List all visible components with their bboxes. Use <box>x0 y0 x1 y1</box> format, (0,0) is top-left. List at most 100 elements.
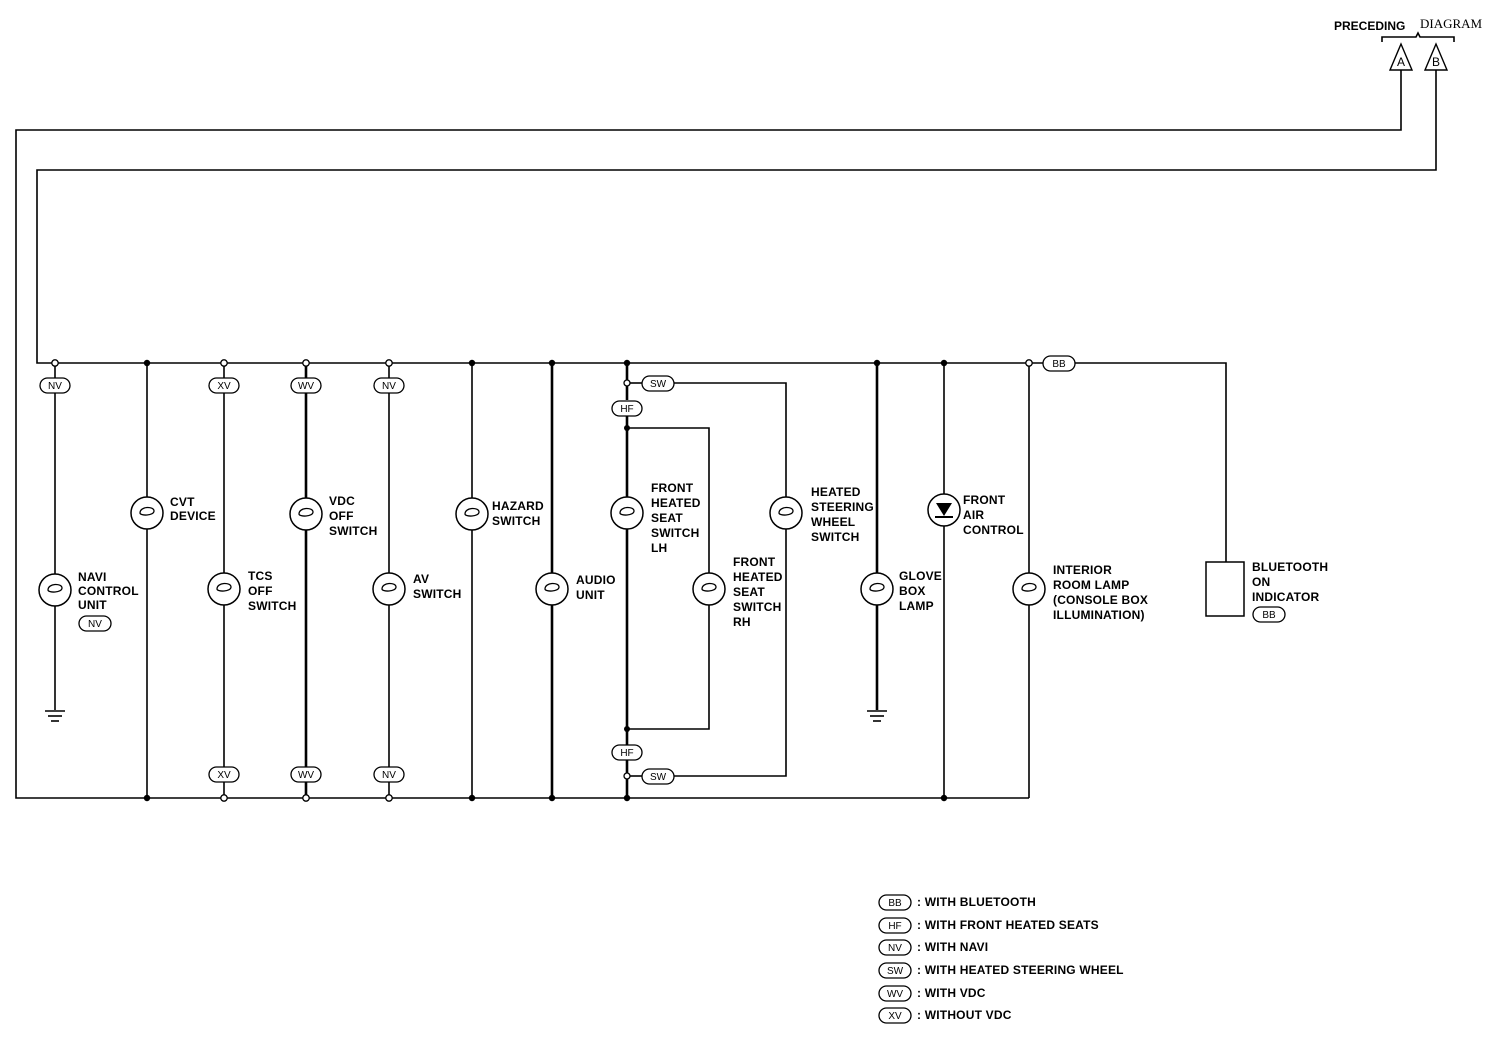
svg-text:: WITH BLUETOOTH: : WITH BLUETOOTH <box>917 895 1036 909</box>
diagram-label: DIAGRAM <box>1420 16 1483 31</box>
hazard-switch-label: HAZARD SWITCH <box>492 499 547 528</box>
vdc-lamp-icon <box>289 497 323 531</box>
av-lamp-icon <box>372 572 406 606</box>
wire-b-top-bus <box>36 70 1437 364</box>
heated-steering-wheel-switch-label: HEATED STEERING WHEEL SWITCH <box>811 485 878 544</box>
bluetooth-bus-badge: BB <box>1042 355 1076 372</box>
front-heated-seat-switch-lh-label: FRONT HEATED SEAT SWITCH LH <box>651 481 704 555</box>
hazard-lamp-icon <box>455 497 489 531</box>
branch-tcs: XV TCS OFF SWITCH XV <box>207 366 297 795</box>
legend-row-nv: NV : WITH NAVI <box>878 939 988 956</box>
legend: BB : WITH BLUETOOTH HF : WITH FRONT HEAT… <box>878 894 1124 1024</box>
svg-text:: WITH FRONT HEATED SEATS: : WITH FRONT HEATED SEATS <box>917 918 1099 932</box>
av-top-badge: NV <box>373 377 405 394</box>
svg-text:NV: NV <box>88 619 102 630</box>
glove-ground-icon <box>867 710 887 722</box>
legend-row-bb: BB : WITH BLUETOOTH <box>878 894 1036 911</box>
interior-room-lamp-label: INTERIOR ROOM LAMP (CONSOLE BOX ILLUMINA… <box>1053 563 1152 622</box>
svg-text:: WITH NAVI: : WITH NAVI <box>917 940 988 954</box>
branch-audio: AUDIO UNIT <box>535 363 615 798</box>
legend-row-hf: HF : WITH FRONT HEATED SEATS <box>878 917 1099 934</box>
svg-text:XV: XV <box>217 381 231 392</box>
svg-text:NV: NV <box>48 381 62 392</box>
branch-vdc: WV VDC OFF SWITCH WV <box>289 366 378 795</box>
tcs-off-switch-label: TCS OFF SWITCH <box>248 569 297 613</box>
header-brace <box>1381 31 1455 42</box>
branch-hazard: HAZARD SWITCH <box>455 363 547 798</box>
front-air-control-label: FRONT AIR CONTROL <box>963 493 1024 537</box>
svg-text:BB: BB <box>1052 359 1066 370</box>
bluetooth-label-badge: BB <box>1252 606 1286 623</box>
svg-text:HF: HF <box>620 748 633 759</box>
front-heated-seat-switch-rh-label: FRONT HEATED SEAT SWITCH RH <box>733 555 786 629</box>
svg-text:XV: XV <box>888 1011 902 1022</box>
seat-rh-lamp-icon <box>692 572 726 606</box>
air-led-icon <box>927 493 961 527</box>
navi-ground-icon <box>45 710 65 722</box>
main-wires <box>15 70 1437 799</box>
navi-control-unit-label: NAVI CONTROL UNIT <box>78 570 142 612</box>
av-bottom-badge: NV <box>373 766 405 783</box>
seat-top-hf-badge: HF <box>611 400 643 417</box>
svg-text:: WITH VDC: : WITH VDC <box>917 986 986 1000</box>
vdc-top-badge: WV <box>290 377 322 394</box>
connector-a-letter: A <box>1397 55 1405 69</box>
svg-text:: WITHOUT VDC: : WITHOUT VDC <box>917 1008 1012 1022</box>
bottom-junction-vdc <box>302 794 310 802</box>
top-junction-av <box>385 359 393 367</box>
branch-navi: NV NAVI CONTROL UNIT NV <box>38 366 142 722</box>
svg-text:HF: HF <box>888 921 901 932</box>
glove-box-lamp-label: GLOVE BOX LAMP <box>899 569 946 613</box>
top-junction-navi <box>51 359 59 367</box>
svg-text:WV: WV <box>298 770 314 781</box>
tcs-top-badge: XV <box>208 377 240 394</box>
svg-text:SW: SW <box>887 966 904 977</box>
navi-lamp-icon <box>38 573 72 607</box>
svg-text:NV: NV <box>382 381 396 392</box>
svg-text:SW: SW <box>650 379 667 390</box>
glove-lamp-icon <box>860 572 894 606</box>
svg-text:BB: BB <box>888 898 902 909</box>
bluetooth-indicator-box <box>1205 561 1245 617</box>
svg-text:WV: WV <box>887 989 903 1000</box>
cvt-device-label: CVT DEVICE <box>170 495 216 523</box>
branch-heated-seats: HF HF SW SW FRONT <box>610 363 878 798</box>
branch-air: FRONT AIR CONTROL <box>927 363 1024 798</box>
navi-label-badge: NV <box>78 615 112 632</box>
wire-a-bottom-bus <box>15 70 1402 799</box>
vdc-bottom-badge: WV <box>290 766 322 783</box>
bluetooth-on-indicator-label: BLUETOOTH ON INDICATOR <box>1252 560 1332 604</box>
interior-lamp-icon <box>1012 572 1046 606</box>
svg-text:SW: SW <box>650 772 667 783</box>
steering-lamp-icon <box>769 496 803 530</box>
bottom-junction-av <box>385 794 393 802</box>
branch-av: NV AV SWITCH NV <box>372 366 462 795</box>
preceding-label: PRECEDING <box>1334 19 1405 33</box>
wire-bluetooth-branch <box>1029 362 1227 562</box>
seat-bottom-sw-badge: SW <box>641 768 675 785</box>
legend-row-sw: SW : WITH HEATED STEERING WHEEL <box>878 962 1124 979</box>
svg-text:NV: NV <box>382 770 396 781</box>
svg-text:: WITH HEATED STEERING WHEEL: : WITH HEATED STEERING WHEEL <box>917 963 1124 977</box>
svg-text:BB: BB <box>1262 610 1276 621</box>
av-switch-label: AV SWITCH <box>413 572 462 601</box>
bottom-junction-tcs <box>220 794 228 802</box>
tcs-bottom-badge: XV <box>208 766 240 783</box>
branch-interior: INTERIOR ROOM LAMP (CONSOLE BOX ILLUMINA… <box>1012 366 1152 798</box>
svg-text:WV: WV <box>298 381 314 392</box>
seat-lh-lamp-icon <box>610 496 644 530</box>
svg-text:HF: HF <box>620 404 633 415</box>
top-junction-interior <box>1025 359 1033 367</box>
navi-top-badge: NV <box>39 377 71 394</box>
connector-b-letter: B <box>1432 55 1440 69</box>
seat-top-sw-badge: SW <box>641 375 675 392</box>
vdc-off-switch-label: VDC OFF SWITCH <box>329 494 378 538</box>
svg-text:XV: XV <box>217 770 231 781</box>
cvt-lamp-icon <box>130 496 164 530</box>
legend-row-wv: WV : WITH VDC <box>878 985 986 1002</box>
legend-row-xv: XV : WITHOUT VDC <box>878 1007 1012 1024</box>
preceding-diagram-header: PRECEDING DIAGRAM A B <box>1334 16 1483 71</box>
branch-cvt: CVT DEVICE <box>130 363 216 798</box>
